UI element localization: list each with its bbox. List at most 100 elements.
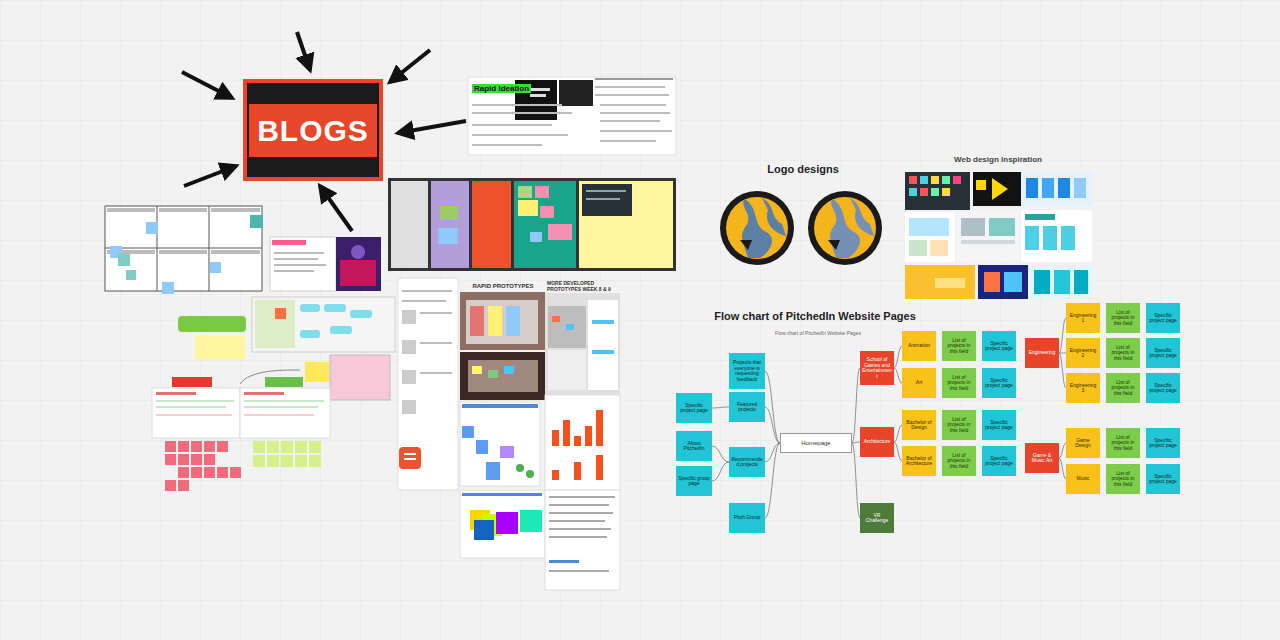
planning-table-part: [159, 250, 207, 254]
box-label: Game Design: [1068, 438, 1098, 449]
category-box: Game & Music Art: [1025, 443, 1059, 473]
prototype-pictures-part: [472, 366, 482, 374]
list-box: List of projects in this field: [1106, 428, 1140, 458]
ideation-pictures-part: [350, 310, 372, 318]
sticky-grids-part: [204, 441, 215, 452]
prototype-pictures-part: [549, 570, 609, 572]
blog-screenshot-part: [472, 124, 552, 126]
planning-table-part: [162, 282, 174, 294]
pointer-arrows-part: [398, 121, 466, 133]
sticky-grids-part: [204, 454, 215, 465]
ideation-pictures-part: [330, 355, 390, 400]
box-label: Specific group page: [678, 476, 710, 487]
page-box: Projects that everyone is requesting fee…: [729, 353, 765, 389]
list-box: List of projects in this field: [1106, 464, 1140, 494]
box-label: Game & Music Art: [1027, 453, 1057, 464]
field-box: Art: [902, 368, 936, 398]
list-box: List of projects in this field: [942, 331, 976, 361]
ideation-pictures-part: [255, 300, 295, 348]
blog-screenshot-part: [530, 88, 550, 91]
prototype-pictures-part: [496, 512, 518, 534]
prototype-pictures-part: [399, 447, 421, 469]
ideation-pictures-part: [244, 392, 284, 395]
field-box: Bachelor of Design: [902, 410, 936, 440]
page-box: Specific project page: [676, 393, 712, 423]
kanban-board-part: [388, 178, 676, 271]
prototype-pictures-part: [486, 462, 500, 480]
blog-screenshot-part: [472, 112, 572, 114]
list-box: List of projects in this field: [942, 410, 976, 440]
sticky-grids-part: [178, 480, 189, 491]
prototype-pictures-part: [420, 372, 452, 374]
ideation-pictures-part: [265, 377, 303, 387]
logo-designs-part: [726, 197, 788, 259]
kanban-board-part: [586, 190, 626, 192]
web-inspiration-collage-part: [935, 278, 965, 288]
sticky-grids-part: [309, 455, 321, 467]
logo-designs-part: [828, 240, 840, 250]
blog-screenshot-part: [595, 94, 669, 96]
prototype-pictures-part: [585, 426, 592, 446]
prototype-pictures-part: [549, 520, 605, 522]
sticky-grids-part: [295, 455, 307, 467]
page-box: Specific project page: [982, 410, 1016, 440]
prototype-pictures-part: [549, 560, 579, 563]
blog-screenshot-part: [595, 78, 673, 80]
prototype-pictures-part: [592, 320, 614, 324]
box-label: Specific project page: [1148, 383, 1178, 394]
sticky-grids-part: [253, 441, 265, 453]
ideation-pictures-part: [156, 400, 234, 402]
kanban-board-part: [530, 232, 542, 242]
ideation-pictures-part: [244, 400, 324, 402]
page-box: Specific group page: [676, 466, 712, 496]
ideation-pictures-part: [156, 406, 226, 408]
sticky-grids-part: [178, 441, 189, 452]
page-box: Recommended projects: [729, 447, 765, 477]
box-label: List of projects in this field: [1108, 435, 1138, 452]
web-inspiration-collage-part: [1025, 226, 1039, 250]
web-inspiration-collage-part: [909, 240, 927, 256]
ideation-pictures-part: [274, 264, 326, 266]
web-inspiration-collage-part: [989, 218, 1015, 236]
box-label: Specific project page: [1148, 348, 1178, 359]
planning-table-part: [126, 270, 136, 280]
web-inspiration-collage-part: [1025, 214, 1055, 220]
box-label: Specific project page: [1148, 474, 1178, 485]
box-label: Specific project page: [984, 378, 1014, 389]
prototype-pictures-part: [466, 300, 538, 344]
box-label: Specific project page: [1148, 313, 1178, 324]
box-label: Specific project page: [984, 420, 1014, 431]
prototype-pictures-part: [462, 426, 474, 438]
flow-connector: [712, 407, 729, 408]
prototype-pictures-part: [548, 350, 586, 390]
box-label: Specific project page: [1148, 438, 1178, 449]
prototype-pictures-part: [526, 470, 534, 478]
planning-table-part: [118, 254, 130, 266]
prototype-pictures-part: [398, 278, 458, 490]
ideation-pictures-part: [270, 237, 336, 291]
planning-table-part: [107, 208, 155, 212]
board-label: Rapid Ideation: [472, 84, 531, 93]
kanban-board-part: [582, 184, 632, 216]
prototype-pictures-part: [548, 306, 586, 348]
ideation-pictures-part: [351, 245, 365, 259]
web-inspiration-collage-part: [1043, 226, 1057, 250]
web-inspiration-collage-part: [942, 188, 950, 196]
planning-table-part: [146, 222, 158, 234]
prototype-pictures-part: [563, 420, 570, 446]
flow-connector: [1059, 458, 1066, 479]
blog-screenshot-part: [600, 140, 656, 142]
prototype-pictures-part: [402, 370, 416, 384]
sticky-grids-part: [178, 467, 189, 478]
web-inspiration-collage-part: [961, 218, 985, 236]
kanban-board-part: [579, 181, 673, 268]
web-inspiration-collage-part: [1054, 270, 1070, 294]
ideation-pictures-part: [172, 377, 212, 387]
logo-designs-part: [720, 191, 794, 265]
prototype-pictures-part: [460, 292, 545, 350]
logo-designs: [720, 191, 882, 265]
page-box: Specific project page: [1146, 338, 1180, 368]
prototype-pictures-part: [476, 440, 488, 454]
flow-connector: [765, 407, 780, 443]
board-label: RAPID PROTOTYPES: [472, 283, 533, 290]
